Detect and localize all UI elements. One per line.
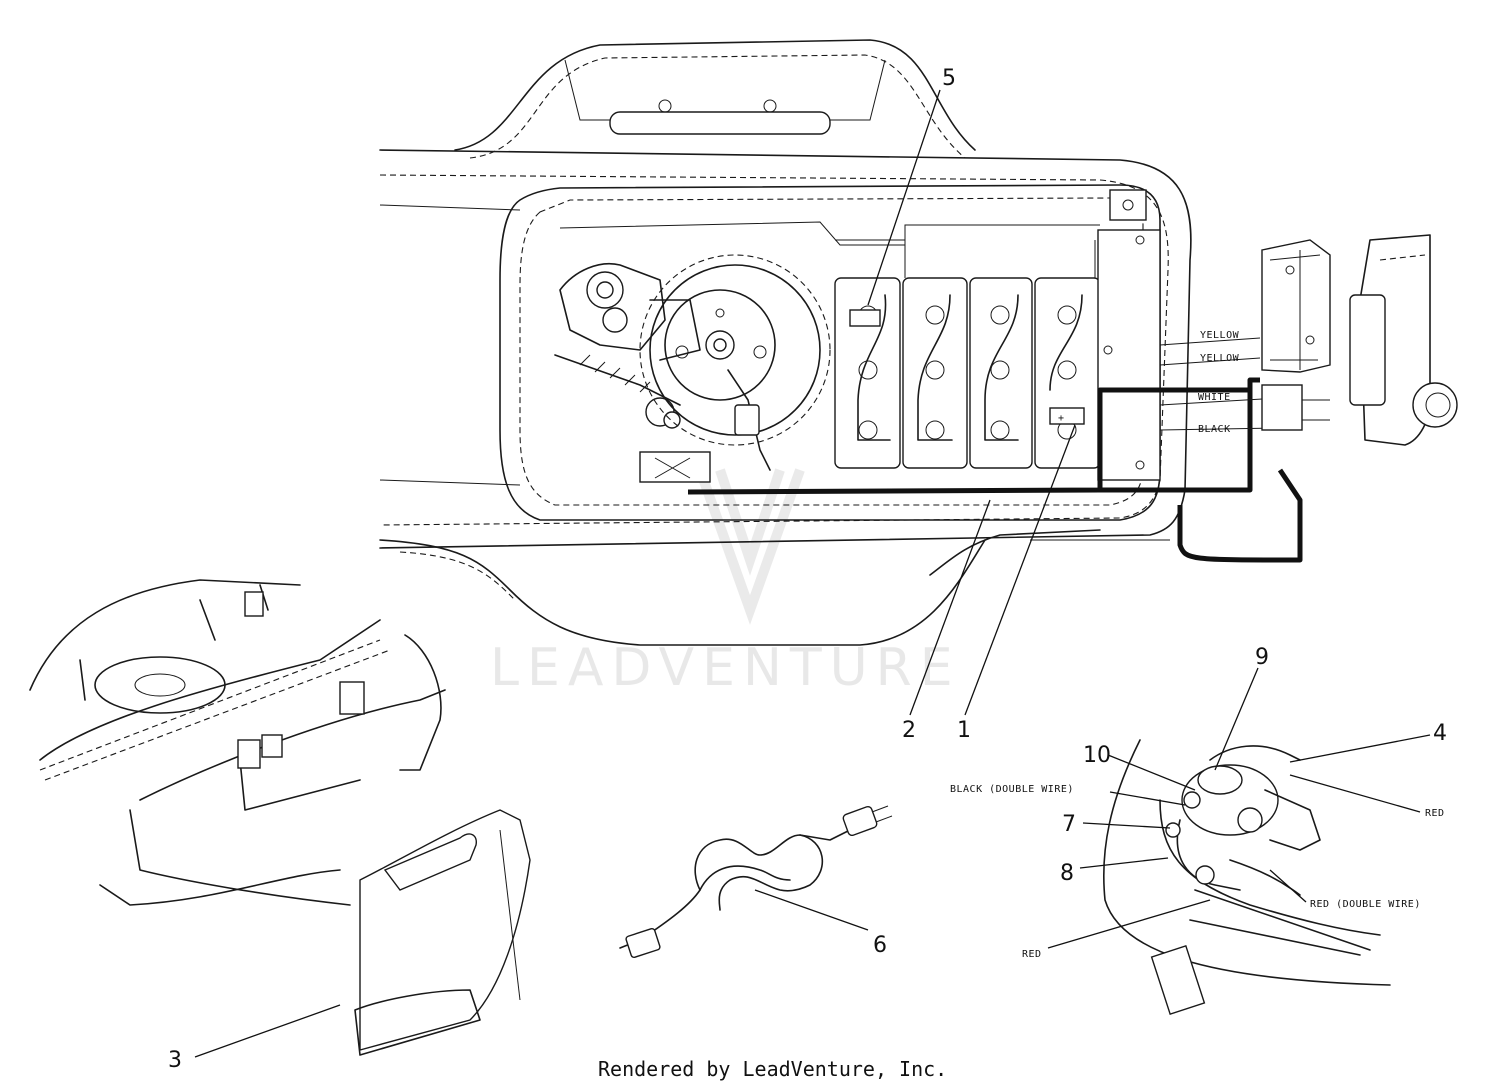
solenoid-detail: [1102, 739, 1391, 1015]
callout-4: 4: [1433, 721, 1447, 746]
charger: [1261, 239, 1331, 431]
watermark-text: LEADVENTURE: [490, 638, 961, 698]
callout-2: 2: [902, 718, 916, 743]
outlet-cover: [1349, 234, 1458, 446]
callout-7: 7: [1062, 812, 1076, 837]
wire-label-yellow-bottom: YELLOW: [1200, 353, 1240, 364]
wire-label-black-double: BLACK (DOUBLE WIRE): [950, 784, 1074, 795]
charger-cord: [619, 805, 893, 959]
control-plate: [1097, 229, 1161, 481]
motor: [639, 254, 831, 471]
callout-8: 8: [1060, 861, 1074, 886]
wire-label-white: WHITE: [1198, 392, 1231, 403]
mower-body: +: [379, 39, 1458, 646]
wire-label-red-double: RED (DOUBLE WIRE): [1310, 899, 1421, 910]
callout-1: 1: [957, 718, 971, 743]
wire-label-red-right: RED: [1425, 808, 1445, 819]
deck-and-chute: [29, 579, 531, 1056]
callout-6: 6: [873, 933, 887, 958]
callout-3: 3: [168, 1048, 182, 1073]
callout-10: 10: [1083, 743, 1111, 768]
leader-lines: [194, 89, 1431, 1058]
watermark: LEADVENTURE: [490, 468, 961, 698]
battery-pack: +: [834, 239, 1101, 469]
switch-assembly: [554, 263, 701, 429]
wire-label-yellow-top: YELLOW: [1200, 330, 1240, 341]
svg-text:+: +: [1058, 413, 1065, 424]
wire-harness: [687, 337, 1303, 563]
wire-label-red-left: RED: [1022, 949, 1042, 960]
callout-9: 9: [1255, 645, 1269, 670]
footer-credit: Rendered by LeadVenture, Inc.: [598, 1057, 947, 1081]
callout-5: 5: [942, 66, 956, 91]
wire-label-black: BLACK: [1198, 424, 1231, 435]
